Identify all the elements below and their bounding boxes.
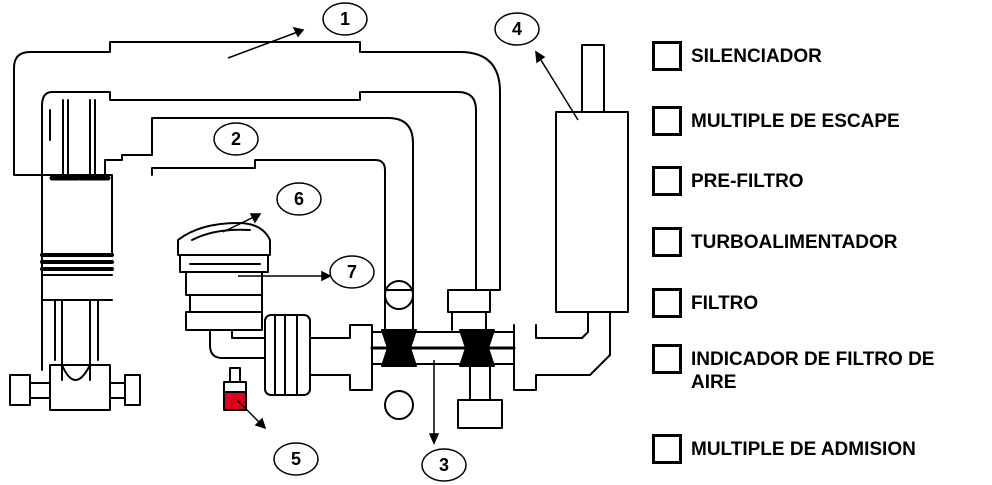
crankshaft bbox=[9, 364, 141, 411]
callout-2: 2 bbox=[213, 122, 259, 156]
legend-label: FILTRO bbox=[691, 293, 759, 314]
callout-5: 5 bbox=[273, 442, 319, 476]
legend-item-turboalimentador: TURBOALIMENTADOR bbox=[652, 227, 981, 257]
intake-bellows bbox=[264, 314, 311, 396]
callout-6-number: 6 bbox=[294, 189, 304, 209]
legend-label: INDICADOR DE FILTRO DE AIRE bbox=[691, 349, 935, 393]
legend-item-silenciador: SILENCIADOR bbox=[652, 41, 981, 71]
exhaust-manifold-pipe bbox=[13, 41, 501, 371]
legend-item-indicador-de-filtro-de-aire: INDICADOR DE FILTRO DE AIRE bbox=[652, 344, 951, 394]
filter-outlet-duct bbox=[209, 329, 266, 359]
air-filter bbox=[179, 254, 269, 331]
legend-label: MULTIPLE DE ADMISION bbox=[691, 439, 916, 460]
engine-air-system-diagram: 1 2 3 4 5 6 7 bbox=[9, 2, 629, 482]
answer-box-multiple-de-escape[interactable] bbox=[652, 106, 682, 136]
legend-item-filtro: FILTRO bbox=[652, 288, 981, 318]
callout-5-number: 5 bbox=[291, 449, 301, 469]
callout-7: 7 bbox=[329, 255, 375, 289]
piston-rings bbox=[40, 253, 114, 271]
pre-filter bbox=[177, 222, 271, 256]
turbocharger bbox=[370, 280, 611, 429]
connecting-rod bbox=[54, 299, 99, 381]
callout-6: 6 bbox=[276, 182, 322, 216]
callout-3: 3 bbox=[421, 448, 467, 482]
answer-box-filtro[interactable] bbox=[652, 288, 682, 318]
answer-box-pre-filtro[interactable] bbox=[652, 166, 682, 196]
answer-box-multiple-de-admision[interactable] bbox=[652, 434, 682, 464]
callout-2-number: 2 bbox=[231, 129, 241, 149]
callout-4-number: 4 bbox=[512, 19, 522, 39]
cylinder-head bbox=[41, 174, 113, 256]
answer-legend: SILENCIADOR MULTIPLE DE ESCAPE PRE-FILTR… bbox=[652, 0, 992, 485]
exhaust-stack bbox=[581, 44, 605, 113]
answer-box-silenciador[interactable] bbox=[652, 41, 682, 71]
intake-manifold-pipe bbox=[104, 117, 414, 291]
legend-item-multiple-de-admision: MULTIPLE DE ADMISION bbox=[652, 434, 981, 464]
legend-item-multiple-de-escape: MULTIPLE DE ESCAPE bbox=[652, 106, 981, 136]
callout-1: 1 bbox=[322, 2, 368, 36]
legend-label: SILENCIADOR bbox=[691, 46, 822, 67]
legend-label: PRE-FILTRO bbox=[691, 171, 804, 192]
legend-label: MULTIPLE DE ESCAPE bbox=[691, 111, 900, 132]
answer-box-indicador-de-filtro-de-aire[interactable] bbox=[652, 344, 682, 374]
legend-item-pre-filtro: PRE-FILTRO bbox=[652, 166, 981, 196]
legend-label: TURBOALIMENTADOR bbox=[691, 232, 898, 253]
callout-3-number: 3 bbox=[439, 455, 449, 475]
answer-box-turboalimentador[interactable] bbox=[652, 227, 682, 257]
air-filter-indicator bbox=[223, 367, 247, 411]
callout-7-number: 7 bbox=[347, 262, 357, 282]
callout-4: 4 bbox=[494, 12, 540, 46]
callout-1-number: 1 bbox=[340, 9, 350, 29]
compressor-inlet-duct bbox=[309, 324, 373, 391]
muffler bbox=[555, 111, 629, 313]
